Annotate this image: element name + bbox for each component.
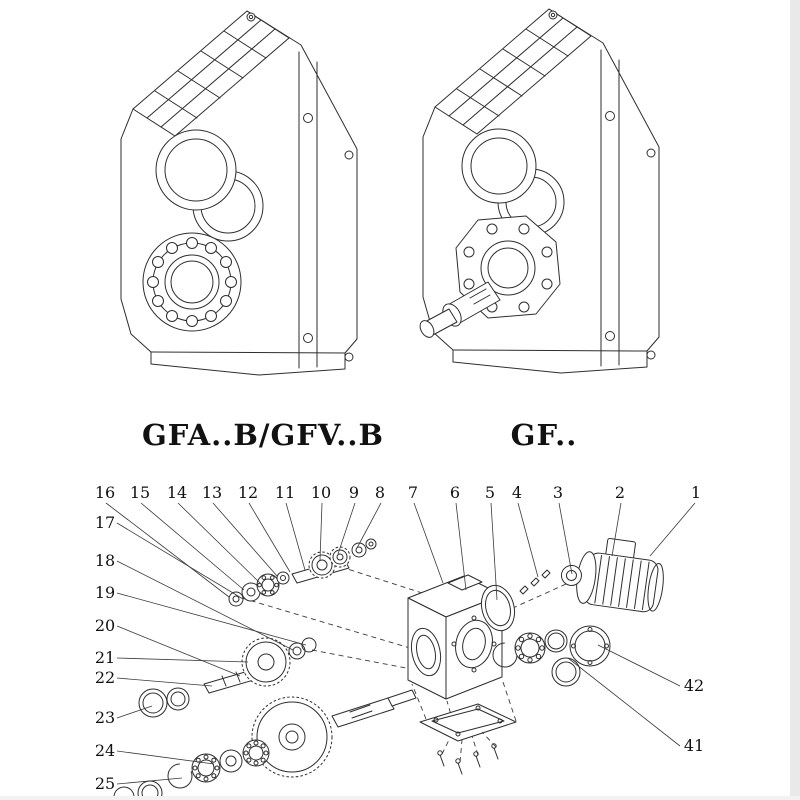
gearbox-drawing-gfab (120, 10, 358, 376)
output-side-parts (480, 569, 611, 687)
part-number-22: 22 (94, 668, 116, 687)
part-number-9: 9 (348, 483, 360, 502)
part-number-21: 21 (94, 648, 116, 667)
mounting-plate-parts (411, 678, 517, 775)
intermediate-gear-parts (138, 637, 317, 718)
bolt (530, 577, 540, 587)
part-number-19: 19 (94, 583, 116, 602)
part-number-5: 5 (484, 483, 496, 502)
motor-fins (594, 554, 650, 611)
part-number-41: 41 (683, 736, 705, 755)
output-shaft-exploded (331, 697, 395, 728)
cooling-fins (434, 8, 592, 135)
part-number-7: 7 (407, 483, 419, 502)
input-bores (155, 129, 264, 242)
part-number-24: 24 (94, 741, 116, 760)
model-label-gf: GF.. (510, 418, 578, 452)
filler-plug-icon (246, 12, 256, 22)
circlip (301, 637, 317, 653)
gearbox-drawing-gf (419, 8, 660, 374)
part-number-14: 14 (166, 483, 188, 502)
model-label-gfab: GFA..B/GFV..B (142, 418, 384, 452)
leader-lines (105, 502, 696, 785)
filler-plug-icon (548, 10, 558, 20)
part-number-20: 20 (94, 616, 116, 635)
end-cover (569, 625, 611, 667)
page-edge-shadow-right (790, 0, 800, 800)
cooling-fins (132, 10, 290, 137)
part-number-6: 6 (449, 483, 461, 502)
part-number-17: 17 (94, 513, 116, 532)
hollow-shaft-bearing (142, 232, 242, 332)
side-flange-band (150, 51, 354, 369)
part-number-4: 4 (511, 483, 523, 502)
part-number-42: 42 (683, 676, 705, 695)
bolt (519, 585, 529, 595)
part-number-10: 10 (310, 483, 332, 502)
output-shaft (419, 281, 501, 338)
ball-bearing (242, 739, 270, 767)
part-number-3: 3 (552, 483, 564, 502)
part-number-2: 2 (614, 483, 626, 502)
side-flange-band (452, 49, 656, 367)
output-gear-parts (113, 689, 417, 800)
exploded-view (105, 502, 696, 800)
page-edge-shadow-bottom (0, 796, 800, 800)
ball-bearing (256, 573, 280, 597)
bolt (541, 569, 551, 579)
part-number-13: 13 (201, 483, 223, 502)
part-number-16: 16 (94, 483, 116, 502)
motor-shaft (560, 564, 582, 586)
part-number-1: 1 (690, 483, 702, 502)
input-shaft-parts (228, 538, 377, 607)
part-number-12: 12 (237, 483, 259, 502)
part-number-11: 11 (274, 483, 296, 502)
circlip (167, 763, 193, 789)
part-number-18: 18 (94, 551, 116, 570)
mounting-plate (419, 703, 517, 742)
bolts (437, 743, 499, 775)
ball-bearing (514, 632, 546, 664)
part-number-23: 23 (94, 708, 116, 727)
part-number-8: 8 (374, 483, 386, 502)
part-number-25: 25 (94, 774, 116, 793)
motor (560, 537, 664, 613)
ball-bearing (191, 753, 221, 783)
part-number-15: 15 (129, 483, 151, 502)
